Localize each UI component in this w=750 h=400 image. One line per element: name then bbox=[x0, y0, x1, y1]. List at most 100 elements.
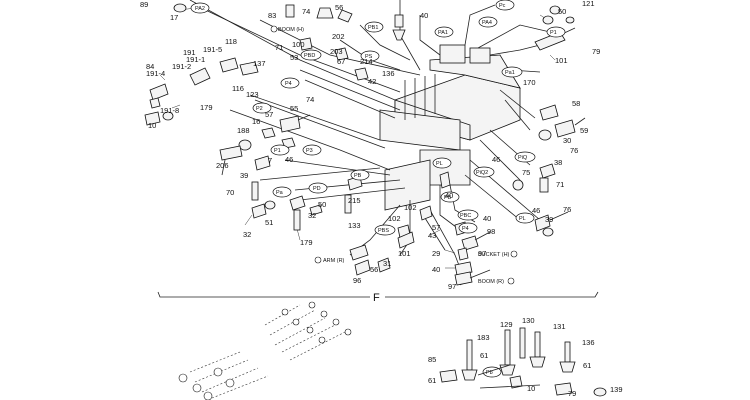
part-76b: 76 bbox=[563, 205, 571, 214]
part-32a: 32 bbox=[308, 211, 316, 220]
caption-arm-r-marker bbox=[314, 256, 322, 264]
part-188: 188 bbox=[237, 126, 250, 135]
part-137: 137 bbox=[253, 59, 266, 68]
part-89: 89 bbox=[140, 0, 148, 9]
part-203: 203 bbox=[330, 47, 343, 56]
part-40a: 40 bbox=[420, 11, 428, 20]
part-118: 118 bbox=[225, 37, 237, 46]
part-40d: 40 bbox=[432, 265, 440, 274]
part-102b: 102 bbox=[388, 214, 401, 223]
part-191-2: 191-2 bbox=[172, 62, 191, 71]
part-133: 133 bbox=[348, 221, 361, 230]
caption-boom-r: BOOM (R) bbox=[478, 279, 504, 285]
lower-right-parts-group: 183 129 130 131 136 85 61 61 61 10 79 13… bbox=[428, 316, 623, 398]
part-131: 131 bbox=[553, 322, 566, 331]
port-pb-label: PB bbox=[444, 195, 452, 201]
port-pbs bbox=[374, 224, 396, 236]
port-pt-label: P1 bbox=[274, 148, 281, 154]
part-75: 75 bbox=[522, 168, 530, 177]
part-46c: 46 bbox=[532, 206, 540, 215]
part-183: 183 bbox=[477, 333, 490, 342]
part-10a: 10 bbox=[148, 121, 156, 130]
function-captions: BOOM (H) ARM (R) BUCKET (H) BOOM (R) bbox=[270, 25, 518, 285]
port-p3-label: P3 bbox=[306, 148, 313, 154]
port-p4 bbox=[280, 77, 300, 89]
section-letter: F bbox=[373, 292, 380, 304]
port-p bbox=[190, 2, 210, 14]
part-29: 29 bbox=[432, 249, 440, 258]
control-valve-block bbox=[379, 44, 521, 211]
part-30: 30 bbox=[563, 136, 571, 145]
part-40c: 40 bbox=[483, 214, 491, 223]
part-61a: 61 bbox=[428, 376, 436, 385]
port-p3 bbox=[302, 144, 322, 156]
part-202: 202 bbox=[332, 32, 345, 41]
part-101b: 101 bbox=[398, 249, 411, 258]
port-p1-top-label: P1 bbox=[550, 30, 557, 36]
part-206: 206 bbox=[216, 161, 229, 170]
part-191-5: 191-5 bbox=[203, 45, 222, 54]
part-31: 31 bbox=[383, 259, 391, 268]
part-59: 59 bbox=[580, 126, 588, 135]
port-pb3-label: Pb bbox=[486, 370, 493, 376]
part-71a: 71 bbox=[275, 43, 283, 52]
part-139: 139 bbox=[610, 385, 623, 394]
port-pa bbox=[272, 186, 292, 198]
port-ps-label: PS bbox=[365, 54, 373, 60]
caption-bucket-h: BUCKET (H) bbox=[478, 252, 510, 258]
caption-arm-r: ARM (R) bbox=[323, 258, 345, 264]
part-130: 130 bbox=[522, 316, 535, 325]
port-pbs-label: PBS bbox=[378, 228, 389, 234]
part-56a: 56 bbox=[335, 3, 343, 12]
callout-circle-c9 bbox=[178, 373, 188, 383]
part-83: 83 bbox=[268, 11, 276, 20]
part-74a: 74 bbox=[302, 7, 310, 16]
port-pt bbox=[270, 144, 290, 156]
part-50a: 50 bbox=[558, 7, 566, 16]
port-pbc-label: PBC bbox=[460, 213, 471, 219]
part-100: 100 bbox=[292, 40, 305, 49]
part-136a: 136 bbox=[382, 69, 395, 78]
part-40b: 40 bbox=[445, 191, 453, 200]
part-121: 121 bbox=[582, 0, 595, 8]
part-136b: 136 bbox=[582, 338, 595, 347]
part-70: 70 bbox=[226, 188, 234, 197]
port-p-label: PA2 bbox=[195, 6, 205, 12]
port-piq2-label: PiQ2 bbox=[476, 170, 488, 176]
part-39a: 39 bbox=[240, 171, 248, 180]
part-215: 215 bbox=[348, 196, 361, 205]
part-76a: 76 bbox=[570, 146, 578, 155]
part-46b: 46 bbox=[492, 155, 500, 164]
caption-boom-r-marker bbox=[507, 277, 515, 285]
port-pbc bbox=[457, 209, 479, 221]
port-piq2 bbox=[473, 166, 495, 178]
part-61c: 61 bbox=[583, 361, 591, 370]
port-pb1 bbox=[364, 21, 384, 33]
port-p4-label: P4 bbox=[285, 81, 292, 87]
part-10b: 10 bbox=[527, 384, 535, 393]
port-pc bbox=[495, 0, 515, 11]
part-51: 51 bbox=[265, 218, 273, 227]
port-pl2-label: PL bbox=[519, 216, 526, 222]
part-67: 67 bbox=[337, 57, 345, 66]
part-42: 42 bbox=[368, 77, 376, 86]
part-74b: 74 bbox=[306, 95, 314, 104]
port-pb bbox=[440, 191, 460, 203]
port-pa1-right-label: Pa1 bbox=[505, 70, 515, 76]
part-98: 98 bbox=[487, 227, 495, 236]
part-57b: 57 bbox=[432, 223, 440, 232]
part-39b: 39 bbox=[545, 215, 553, 224]
port-pa1-label: PA1 bbox=[438, 30, 448, 36]
part-84: 84 bbox=[146, 62, 154, 71]
part-179a: 179 bbox=[200, 103, 213, 112]
port-pb1-label: PB1 bbox=[368, 25, 378, 31]
part-102a: 102 bbox=[404, 203, 417, 212]
section-separator: F bbox=[157, 291, 599, 304]
part-96: 96 bbox=[353, 276, 361, 285]
caption-bucket-h-marker bbox=[510, 250, 518, 258]
port-piq bbox=[514, 151, 536, 163]
port-ps bbox=[360, 50, 380, 62]
part-71b: 71 bbox=[556, 180, 564, 189]
part-170: 170 bbox=[523, 78, 536, 87]
caption-boom-h: BOOM (H) bbox=[278, 27, 304, 33]
